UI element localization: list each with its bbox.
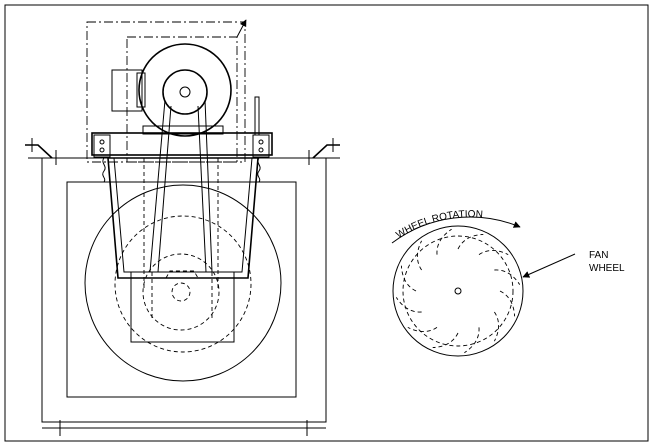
wheel-dashed-circle [114, 215, 252, 353]
adjusting-rod [254, 96, 260, 136]
fan-blade [416, 240, 423, 271]
fan-blade [493, 311, 500, 342]
drawing-border [4, 4, 649, 442]
base-bracket-right [252, 134, 270, 158]
flashing-left [25, 144, 53, 159]
fan-blade [432, 332, 459, 349]
fan-wheel-blades [395, 228, 521, 354]
wheel-rotation-label: WHEEL ROTATION [394, 209, 483, 241]
fan-pulley-dashed [142, 253, 220, 331]
rotation-arrow [391, 216, 521, 244]
fan-pulley-detail [152, 270, 212, 279]
base-bracket-left [93, 134, 111, 158]
hood-leader [236, 19, 247, 38]
outer-housing [41, 157, 327, 423]
hood-outline-outer [86, 21, 246, 163]
inlet-box [130, 271, 235, 343]
motor [111, 43, 232, 137]
inner-housing [66, 181, 297, 398]
fan-wheel-hub [454, 287, 462, 295]
fan-blade [436, 228, 452, 255]
motor-pulley-hub [179, 86, 191, 98]
roof-curb-inner [113, 157, 253, 273]
fan-blade [464, 327, 480, 354]
motor-base-rail [91, 132, 273, 156]
fan-blade [407, 326, 438, 333]
fan-label-line2: WHEEL [589, 263, 625, 274]
fan-hub-dashed [171, 282, 191, 302]
fan-blade [478, 249, 509, 256]
fan-blade [395, 297, 422, 313]
fan-wheel-outer [392, 225, 524, 357]
flashing-right [312, 144, 340, 159]
fan-wheel-dashed [402, 235, 514, 347]
fan-blade [494, 269, 521, 285]
motor-pulley [162, 69, 208, 115]
fan-wheel-leader [522, 253, 576, 278]
fan-blade [499, 290, 516, 317]
fan-side-view [25, 19, 340, 436]
fan-wheel-diagram: WHEEL ROTATION FAN WHEEL [391, 209, 625, 357]
wheel-housing-circle [84, 184, 282, 382]
hood-outline-inner [126, 36, 238, 163]
fan-blade [400, 265, 417, 292]
wheel-rotation-text: WHEEL ROTATION [394, 209, 483, 241]
fan-blade [457, 233, 484, 250]
fan-label-line1: FAN [589, 250, 608, 261]
roof-curb [107, 157, 259, 279]
